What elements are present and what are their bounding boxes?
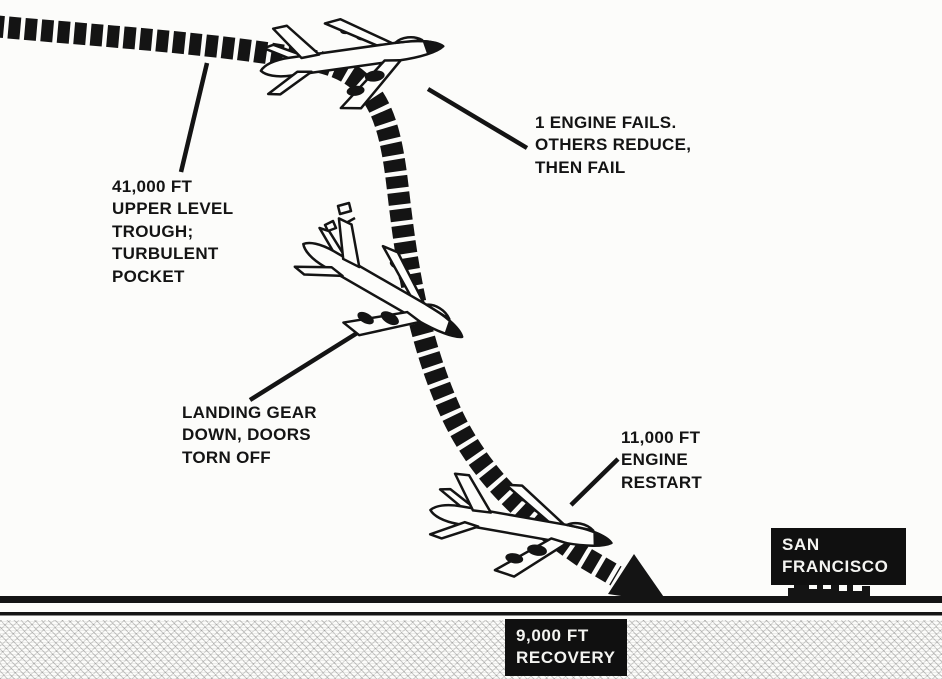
flight-path-ribbon — [0, 15, 622, 586]
airplane-icon-cruise — [253, 3, 452, 123]
ground-line-lower — [0, 612, 942, 616]
tag-recovery: 9,000 FT RECOVERY — [505, 619, 627, 677]
arrowhead-icon — [608, 554, 668, 603]
city-skyline-icon — [788, 568, 870, 596]
label-landing-gear: LANDING GEAR DOWN, DOORS TORN OFF — [182, 403, 317, 467]
label-41000ft-trough: 41,000 FT UPPER LEVEL TROUGH; TURBULENT … — [112, 177, 234, 286]
ground-line-upper — [0, 596, 942, 603]
label-engine-failure: 1 ENGINE FAILS. OTHERS REDUCE, THEN FAIL — [535, 113, 692, 177]
leader-line-engine-restart — [569, 457, 620, 507]
airplane-icon-dive — [276, 207, 485, 382]
leader-line-engine-fails — [426, 87, 529, 150]
label-engine-restart: 11,000 FT ENGINE RESTART — [621, 428, 703, 492]
tag-san-francisco: SAN FRANCISCO — [771, 528, 906, 586]
leader-line-trough — [178, 62, 210, 173]
ground-texture — [0, 620, 942, 679]
